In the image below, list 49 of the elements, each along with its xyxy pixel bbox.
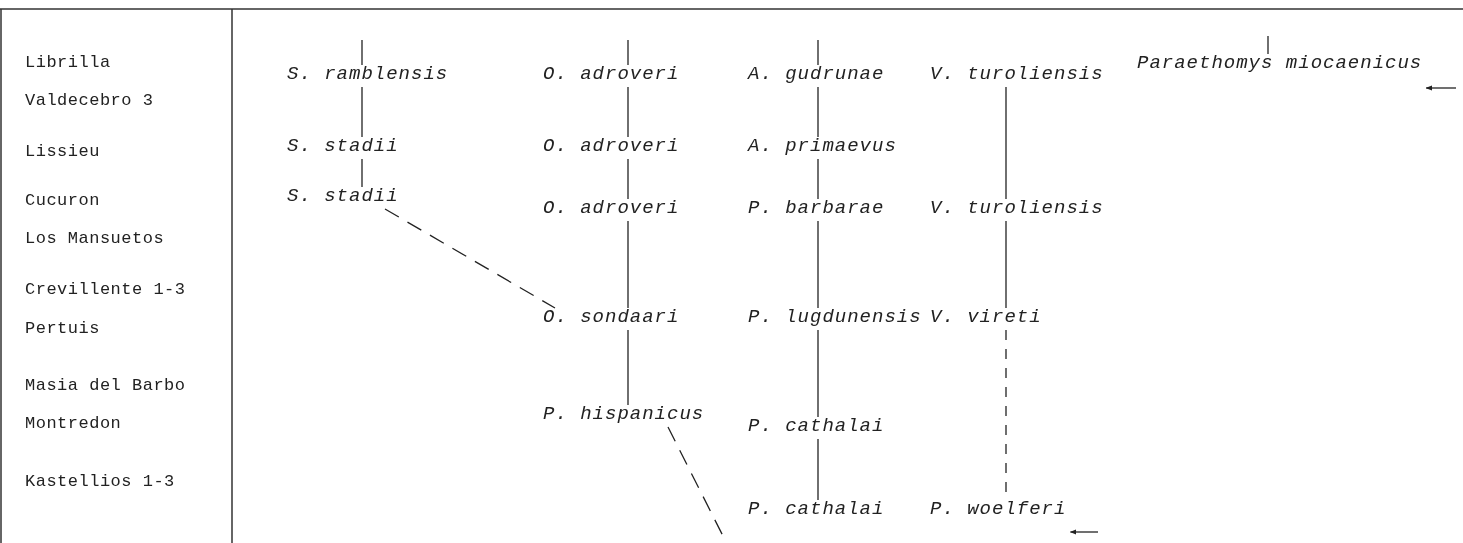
taxon-name: S. stadii [287,185,399,207]
locality-name: Montredon [25,414,122,434]
taxon-name: P. barbarae [748,197,885,219]
connector-line [1267,35,1269,55]
taxon-name: A. gudrunae [748,63,885,85]
locality-name: Crevillente 1-3 [25,280,186,300]
connector-line [361,39,363,66]
taxon-name: P. hispanicus [543,403,705,425]
taxon-name: O. sondaari [543,306,680,328]
locality-name: Masia del Barbo [25,376,186,396]
connector-line [627,39,629,66]
taxon-name: S. stadii [287,135,399,157]
locality-name: Pertuis [25,319,100,339]
locality-name: Cucuron [25,191,100,211]
connector-line [1005,86,1007,200]
taxon-name: O. adroveri [543,63,680,85]
locality-name: Valdecebro 3 [25,91,154,111]
locality-name: Los Mansuetos [25,229,165,249]
taxon-name: V. turoliensis [930,197,1104,219]
connector-line [817,86,819,138]
taxon-name: P. cathalai [748,498,885,520]
connector-line [361,86,363,138]
connector-line [1005,220,1007,309]
locality-name: Kastellios 1-3 [25,472,175,492]
connector-line [627,329,629,406]
locality-name: Lissieu [25,142,100,162]
connector-line [627,220,629,309]
taxon-name: Paraethomys miocaenicus [1137,52,1423,74]
connector-line [817,329,819,418]
connector-line [361,158,363,188]
taxon-name: P. lugdunensis [748,306,922,328]
connector-line [384,208,556,309]
connector-line [627,86,629,138]
connector-line [817,158,819,200]
connector-line [817,39,819,66]
taxon-name: V. vireti [930,306,1042,328]
arrow [1425,85,1457,91]
connector-line [817,220,819,309]
connector-line [627,158,629,200]
taxon-name: S. ramblensis [287,63,449,85]
taxon-name: V. turoliensis [930,63,1104,85]
connector-line [817,438,819,501]
taxon-name: O. adroveri [543,135,680,157]
taxon-name: P. woelferi [930,498,1067,520]
taxon-name: O. adroveri [543,197,680,219]
taxon-name: A. primaevus [748,135,897,157]
taxon-name: P. cathalai [748,415,885,437]
arrow [1069,529,1099,535]
locality-name: Librilla [25,53,111,73]
